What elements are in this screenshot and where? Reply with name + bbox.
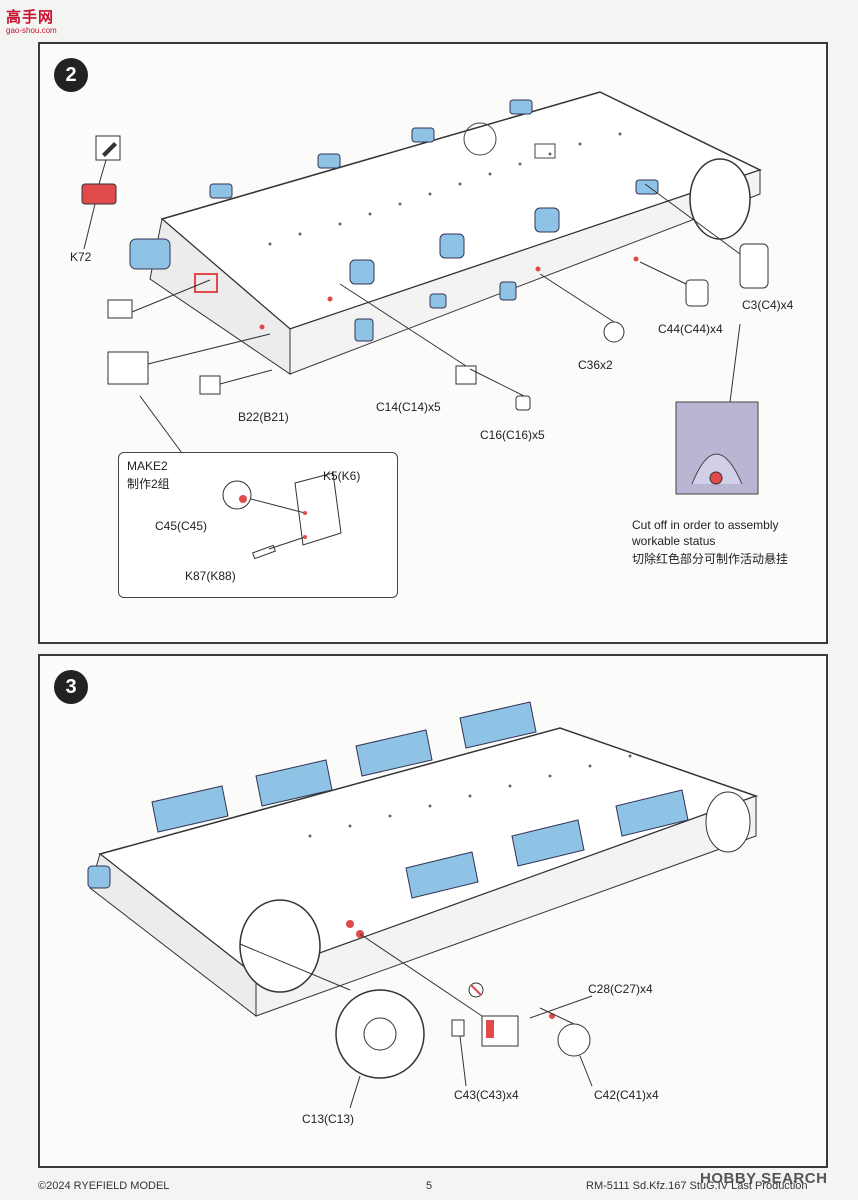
cut-note-en-2: workable status bbox=[632, 534, 716, 548]
cut-note-cn: 切除红色部分可制作活动悬挂 bbox=[632, 552, 789, 566]
cut-note-en-1: Cut off in order to assembly bbox=[632, 518, 779, 532]
red-color-swatch bbox=[81, 183, 117, 205]
step-3-panel: 3 bbox=[38, 654, 828, 1168]
label-c28: C28(C27)x4 bbox=[588, 982, 653, 996]
footer-product: RM-5111 Sd.Kfz.167 StuG.IV Last Producti… bbox=[586, 1180, 808, 1192]
make-two-box: MAKE2 制作2组 K5(K6) C45(C45) K87(K88) bbox=[118, 452, 398, 598]
make-k5: K5(K6) bbox=[323, 469, 361, 483]
footer-copyright: ©2024 RYEFIELD MODEL bbox=[38, 1180, 170, 1192]
part-c14 bbox=[455, 365, 477, 385]
make-title: MAKE2 bbox=[127, 459, 168, 473]
label-b22: B22(B21) bbox=[238, 410, 289, 424]
label-k72: K72 bbox=[70, 250, 92, 264]
watermark-title: 高手网 bbox=[6, 9, 55, 26]
label-c43: C43(C43)x4 bbox=[454, 1088, 519, 1102]
step-3-drawing bbox=[87, 701, 759, 1109]
label-c3: C3(C4)x4 bbox=[742, 298, 794, 312]
step-2-panel: 2 bbox=[38, 42, 828, 644]
step-3-number: 3 bbox=[54, 670, 88, 704]
part-c43 bbox=[451, 1019, 465, 1037]
watermark-subtitle: gao-shou.com bbox=[6, 26, 57, 35]
part-c42 bbox=[557, 1023, 591, 1057]
part-assembly bbox=[107, 351, 149, 385]
make-k87: K87(K88) bbox=[185, 569, 236, 583]
label-c44: C44(C44)x4 bbox=[658, 322, 723, 336]
step-2-number: 2 bbox=[54, 58, 88, 92]
hobby-search-watermark: HOBBY SEARCH bbox=[700, 1170, 828, 1187]
part-c36 bbox=[603, 321, 625, 343]
label-c42: C42(C41)x4 bbox=[594, 1088, 659, 1102]
part-c3 bbox=[739, 243, 769, 289]
part-c44 bbox=[685, 279, 709, 307]
label-c14: C14(C14)x5 bbox=[376, 400, 441, 414]
make-title-cn: 制作2组 bbox=[127, 477, 170, 491]
step-2-drawing bbox=[81, 91, 769, 495]
part-c16 bbox=[515, 395, 531, 411]
make-c45: C45(C45) bbox=[155, 519, 208, 533]
label-c36: C36x2 bbox=[578, 358, 613, 372]
footer-page-number: 5 bbox=[426, 1180, 433, 1192]
part-k72 bbox=[107, 299, 133, 319]
label-c16: C16(C16)x5 bbox=[480, 428, 545, 442]
part-b22 bbox=[199, 375, 221, 395]
label-c13: C13(C13) bbox=[302, 1112, 355, 1126]
